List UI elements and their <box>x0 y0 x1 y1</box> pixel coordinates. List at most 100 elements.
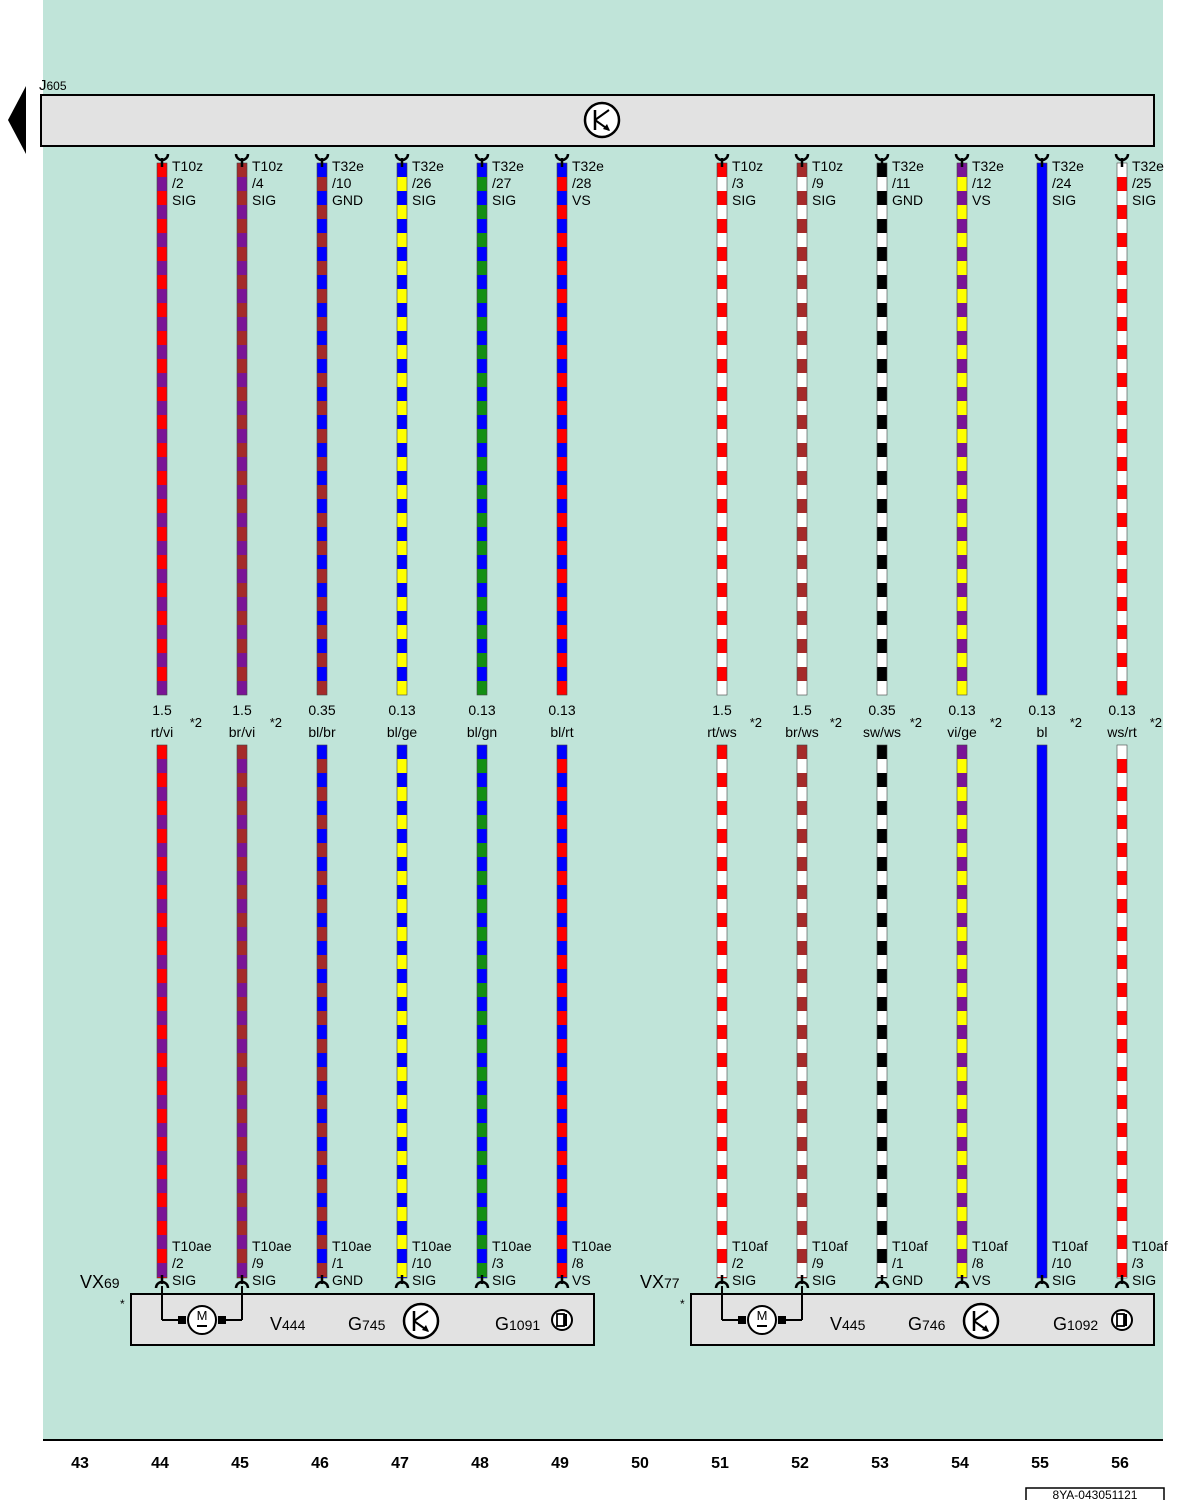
top-function-label: VS <box>572 192 591 208</box>
top-pin-label: /28 <box>572 175 592 191</box>
hall-sensor-icon <box>1111 1309 1133 1331</box>
wire-segment-bottom <box>1036 744 1048 1279</box>
wire-size-label: 0.35 <box>308 702 335 718</box>
connector-bottom <box>1114 1275 1130 1289</box>
wire-size-label: 1.5 <box>232 702 252 718</box>
module-vx77-label: VX77 <box>640 1272 680 1292</box>
connector-bottom <box>874 1275 890 1289</box>
wire-color-code-label: bl/rt <box>550 724 573 740</box>
wire-segment-bottom <box>236 744 248 1279</box>
wire-note-label: *2 <box>830 715 842 730</box>
top-connector-label: T32e <box>972 158 1004 174</box>
module-j605: J605 <box>39 77 1155 147</box>
wire-segment-bottom <box>956 744 968 1279</box>
connector-bottom <box>314 1275 330 1289</box>
grid-number: 55 <box>1031 1455 1049 1472</box>
bottom-pin-label: /2 <box>172 1255 184 1271</box>
wire-segment-top <box>316 162 328 696</box>
wire-size-label: 0.13 <box>1108 702 1135 718</box>
connector-bottom <box>154 1275 170 1289</box>
top-function-label: SIG <box>172 192 196 208</box>
grid-number: 52 <box>791 1455 809 1472</box>
top-connector-label: T32e <box>1132 158 1164 174</box>
bottom-pin-label: /8 <box>972 1255 984 1271</box>
bottom-pin-label: /1 <box>332 1255 344 1271</box>
top-pin-label: /24 <box>1052 175 1072 191</box>
top-function-label: SIG <box>252 192 276 208</box>
bottom-pin-label: /3 <box>492 1255 504 1271</box>
top-function-label: VS <box>972 192 991 208</box>
module-vx69-star: * <box>120 1297 125 1311</box>
connector-top <box>714 153 730 167</box>
bottom-function-label: SIG <box>252 1272 276 1288</box>
grid-number: 50 <box>631 1455 649 1472</box>
grid-number: 46 <box>311 1455 329 1472</box>
wire-segment-bottom <box>156 744 168 1279</box>
wire-color-code-label: rt/ws <box>707 724 737 740</box>
wire-segment-top <box>876 162 888 696</box>
bottom-function-label: VS <box>972 1272 991 1288</box>
connector-top <box>794 153 810 167</box>
wire-segment-top <box>796 162 808 696</box>
wire-segment-bottom <box>796 744 808 1279</box>
wire-color-code-label: ws/rt <box>1106 724 1137 740</box>
connector-bottom <box>954 1275 970 1289</box>
module-vx69-g2-label: G1091 <box>495 1314 540 1334</box>
connector-top <box>1114 153 1130 167</box>
top-connector-label: T32e <box>892 158 924 174</box>
bottom-function-label: SIG <box>812 1272 836 1288</box>
wire-note-label: *2 <box>190 715 202 730</box>
grid-number: 53 <box>871 1455 889 1472</box>
bottom-function-label: SIG <box>732 1272 756 1288</box>
page-left-arrow[interactable] <box>8 86 26 154</box>
bottom-connector-label: T10af <box>892 1238 928 1254</box>
bottom-function-label: GND <box>332 1272 363 1288</box>
wire-size-label: 0.13 <box>1028 702 1055 718</box>
wire-segment-top <box>156 162 168 696</box>
wire-color-code-label: vi/ge <box>947 724 977 740</box>
bottom-function-label: GND <box>892 1272 923 1288</box>
top-pin-label: /9 <box>812 175 824 191</box>
wire-size-label: 0.13 <box>388 702 415 718</box>
connector-bottom <box>234 1275 250 1289</box>
doc-id-box: 8YA-043051121 <box>1025 1487 1165 1500</box>
wire-note-label: *2 <box>1150 715 1162 730</box>
bottom-connector-label: T10af <box>972 1238 1008 1254</box>
connector-bottom <box>1034 1275 1050 1289</box>
top-connector-label: T10z <box>172 158 203 174</box>
bottom-function-label: SIG <box>1052 1272 1076 1288</box>
connector-top <box>394 153 410 167</box>
grid-number: 44 <box>151 1455 169 1472</box>
module-vx69: VX69 * M V444 G745 G1091 <box>80 1272 595 1346</box>
connector-bottom <box>554 1275 570 1289</box>
wire-color-code-label: bl/br <box>308 724 336 740</box>
connector-top <box>474 153 490 167</box>
bottom-connector-label: T10af <box>1132 1238 1168 1254</box>
module-vx69-g1-label: G745 <box>348 1314 386 1334</box>
wire-segment-top <box>1116 162 1128 696</box>
bottom-connector-label: T10ae <box>172 1238 212 1254</box>
top-function-label: SIG <box>732 192 756 208</box>
connector-top <box>154 153 170 167</box>
connector-top <box>874 153 890 167</box>
wire-color-code-label: br/vi <box>229 724 255 740</box>
wire-size-label: 0.13 <box>948 702 975 718</box>
wire-color-code-label: rt/vi <box>151 724 174 740</box>
wire-color-code-label: bl/ge <box>387 724 418 740</box>
top-function-label: SIG <box>812 192 836 208</box>
grid-number: 49 <box>551 1455 569 1472</box>
bottom-pin-label: /1 <box>892 1255 904 1271</box>
module-vx77-v-label: V445 <box>830 1314 866 1334</box>
bottom-pin-label: /2 <box>732 1255 744 1271</box>
grid-number: 45 <box>231 1455 249 1472</box>
connector-bottom <box>794 1275 810 1289</box>
wires-layer: T10z/2SIG1.5rt/vi*2T10ae/2SIGT10z/4SIG1.… <box>151 153 1168 1289</box>
bottom-function-label: SIG <box>172 1272 196 1288</box>
wire-segment-top <box>476 162 488 696</box>
bottom-connector-label: T10af <box>732 1238 768 1254</box>
